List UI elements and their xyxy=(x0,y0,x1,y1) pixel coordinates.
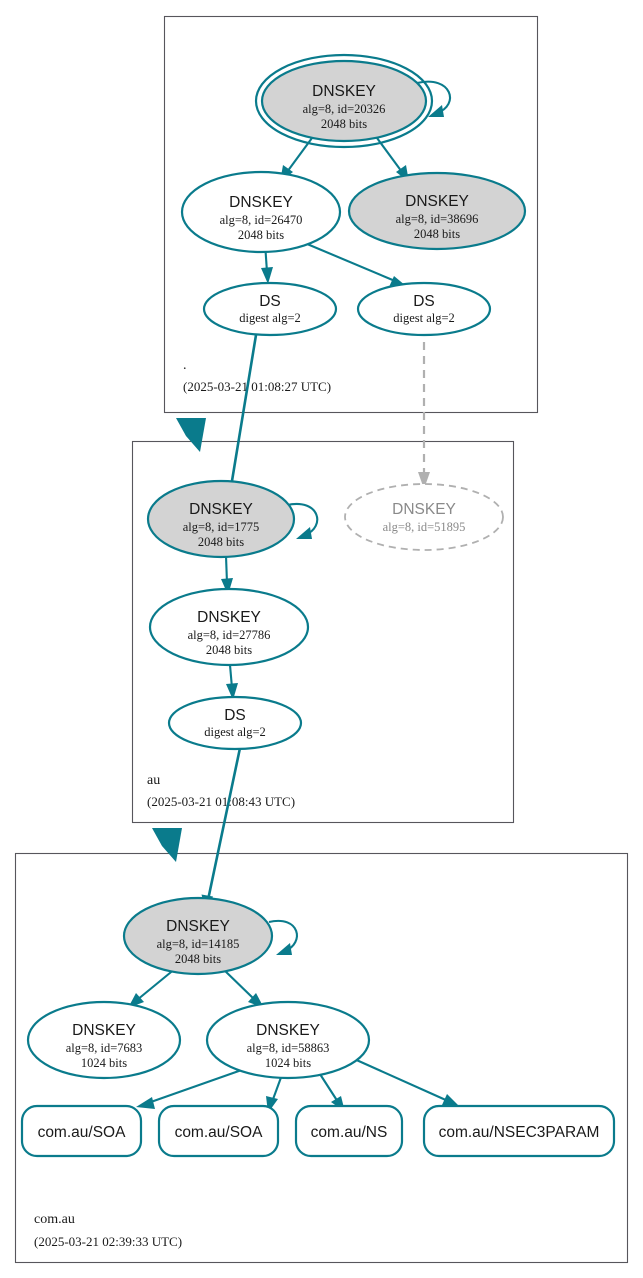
node-title: DNSKEY xyxy=(229,194,293,211)
edge-zsk58863-to-nsec3param xyxy=(351,1057,459,1106)
node-title: DS xyxy=(259,293,281,310)
node-key-size: 2048 bits xyxy=(414,227,460,241)
zone-comau-name: com.au xyxy=(34,1212,75,1227)
node-comau-dnskey-7683[interactable]: DNSKEY alg=8, id=7683 1024 bits xyxy=(26,1000,182,1080)
node-alg-id: alg=8, id=27786 xyxy=(188,628,271,642)
node-title: DNSKEY xyxy=(72,1022,136,1039)
node-alg-id: alg=8, id=38696 xyxy=(396,212,479,226)
node-title: DNSKEY xyxy=(392,501,456,518)
node-alg-id: alg=8, id=20326 xyxy=(303,102,386,116)
rrset-com-au-nsec3param[interactable]: com.au/NSEC3PARAM xyxy=(422,1104,616,1158)
node-key-size: 2048 bits xyxy=(175,952,221,966)
node-digest-alg: digest alg=2 xyxy=(393,311,455,325)
node-shape xyxy=(344,483,504,551)
node-alg-id: alg=8, id=7683 xyxy=(66,1041,143,1055)
node-shape xyxy=(167,695,303,751)
node-key-size: 2048 bits xyxy=(206,643,252,657)
node-shape xyxy=(260,59,428,143)
node-shape xyxy=(347,171,527,251)
node-comau-dnskey-58863[interactable]: DNSKEY alg=8, id=58863 1024 bits xyxy=(205,1000,371,1080)
node-digest-alg: digest alg=2 xyxy=(239,311,301,325)
delegation-chevron-au-comau xyxy=(152,828,182,862)
node-alg-id: alg=8, id=58863 xyxy=(247,1041,330,1055)
node-root-dnskey-20326[interactable]: DNSKEY alg=8, id=20326 2048 bits xyxy=(254,53,434,149)
node-key-size: 2048 bits xyxy=(321,117,367,131)
node-alg-id: alg=8, id=26470 xyxy=(220,213,303,227)
rr-box-shape xyxy=(20,1104,143,1158)
node-title: DNSKEY xyxy=(405,193,469,210)
node-title: DNSKEY xyxy=(256,1022,320,1039)
node-shape xyxy=(356,281,492,337)
zone-au-timestamp: (2025-03-21 01:08:43 UTC) xyxy=(147,794,295,809)
node-root-dnskey-26470[interactable]: DNSKEY alg=8, id=26470 2048 bits xyxy=(180,170,342,254)
edge-self-loop-root-ksk xyxy=(416,80,452,117)
node-title: DNSKEY xyxy=(189,501,253,518)
node-title: DS xyxy=(413,293,435,310)
node-shape xyxy=(205,1000,371,1080)
node-title: DNSKEY xyxy=(312,83,376,100)
rr-box-shape xyxy=(422,1104,616,1158)
node-title: DNSKEY xyxy=(166,918,230,935)
zone-comau-timestamp: (2025-03-21 02:39:33 UTC) xyxy=(34,1234,182,1249)
node-alg-id: alg=8, id=51895 xyxy=(383,520,466,534)
rr-label: com.au/NSEC3PARAM xyxy=(439,1124,600,1141)
edge-self-loop-comau-ksk xyxy=(268,919,298,955)
zone-root-timestamp: (2025-03-21 01:08:27 UTC) xyxy=(183,379,331,394)
node-au-dnskey-51895[interactable]: DNSKEY alg=8, id=51895 xyxy=(344,483,504,551)
edge-root-ds-to-au-insecure xyxy=(418,328,430,489)
zone-root-name: . xyxy=(183,358,187,373)
node-shape xyxy=(180,170,342,254)
node-shape xyxy=(26,1000,182,1080)
node-root-ds-right[interactable]: DS digest alg=2 xyxy=(356,281,492,337)
rr-label: com.au/SOA xyxy=(175,1124,264,1141)
edge-self-loop-au-ksk xyxy=(286,502,319,539)
node-shape xyxy=(146,479,296,559)
rr-box-shape xyxy=(157,1104,280,1158)
rrset-com-au-ns[interactable]: com.au/NS xyxy=(294,1104,404,1158)
node-root-dnskey-38696[interactable]: DNSKEY alg=8, id=38696 2048 bits xyxy=(347,171,527,251)
node-au-dnskey-1775[interactable]: DNSKEY alg=8, id=1775 2048 bits xyxy=(146,479,296,559)
node-key-size: 1024 bits xyxy=(81,1056,127,1070)
edge-zsk58863-to-soa1 xyxy=(136,1065,254,1109)
node-comau-dnskey-14185[interactable]: DNSKEY alg=8, id=14185 2048 bits xyxy=(122,896,274,976)
node-root-ds-left[interactable]: DS digest alg=2 xyxy=(202,281,338,337)
node-shape xyxy=(122,896,274,976)
node-key-size: 1024 bits xyxy=(265,1056,311,1070)
zone-au-name: au xyxy=(147,773,160,788)
node-alg-id: alg=8, id=1775 xyxy=(183,520,260,534)
rrset-com-au-soa-1[interactable]: com.au/SOA xyxy=(20,1104,143,1158)
node-shape xyxy=(148,587,310,667)
node-key-size: 2048 bits xyxy=(238,228,284,242)
rr-label: com.au/SOA xyxy=(38,1124,127,1141)
edge-au-ksk-to-zsk27786 xyxy=(221,555,233,595)
rrset-com-au-soa-2[interactable]: com.au/SOA xyxy=(157,1104,280,1158)
node-au-dnskey-27786[interactable]: DNSKEY alg=8, id=27786 2048 bits xyxy=(148,587,310,667)
node-digest-alg: digest alg=2 xyxy=(204,725,266,739)
rr-label: com.au/NS xyxy=(311,1124,388,1141)
node-alg-id: alg=8, id=14185 xyxy=(157,937,240,951)
node-shape xyxy=(202,281,338,337)
edge-au-zsk-to-ds xyxy=(226,664,238,700)
trust-anchor-outer-ring xyxy=(254,53,434,149)
node-au-ds[interactable]: DS digest alg=2 xyxy=(167,695,303,751)
rr-box-shape xyxy=(294,1104,404,1158)
node-title: DNSKEY xyxy=(197,609,261,626)
node-key-size: 2048 bits xyxy=(198,535,244,549)
delegation-chevron-root-au xyxy=(176,418,206,452)
node-title: DS xyxy=(224,707,246,724)
